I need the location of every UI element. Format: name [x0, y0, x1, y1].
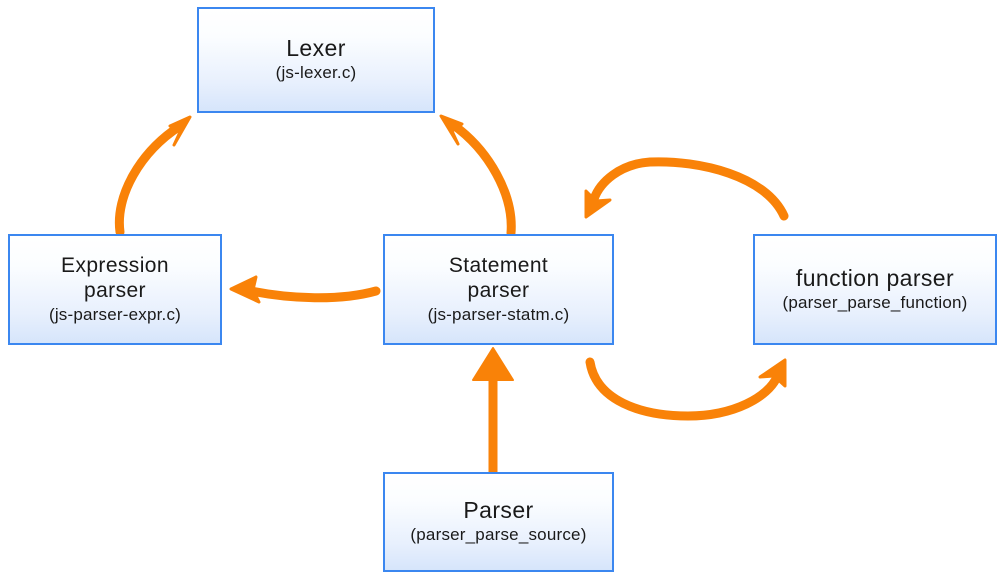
- edge-expression-parser-to-lexer: [114, 115, 192, 237]
- edge-function-parser-to-statement-parser: [584, 157, 789, 221]
- edge-statement-parser-to-expression-parser: [229, 275, 381, 304]
- node-expression-parser-title: Expression parser: [61, 254, 169, 302]
- node-function-parser-title: function parser: [795, 264, 955, 291]
- node-parser[interactable]: Parser (parser_parse_source): [383, 472, 614, 572]
- edge-statement-parser-to-function-parser: [585, 357, 787, 421]
- node-statement-parser-title: Statement parser: [448, 254, 549, 302]
- node-statement-parser[interactable]: Statement parser (js-parser-statm.c): [383, 234, 614, 345]
- node-expression-parser-subtitle: (js-parser-expr.c): [48, 305, 182, 324]
- node-parser-title: Parser: [463, 497, 534, 523]
- node-statement-parser-subtitle: (js-parser-statm.c): [427, 305, 570, 324]
- node-lexer-subtitle: (js-lexer.c): [275, 63, 357, 82]
- edge-parser-to-statement-parser: [472, 347, 514, 476]
- node-function-parser-subtitle: (parser_parse_function): [782, 292, 968, 312]
- node-lexer-title: Lexer: [286, 35, 346, 61]
- node-function-parser[interactable]: function parser (parser_parse_function): [753, 234, 997, 345]
- edge-statement-parser-to-lexer: [439, 114, 516, 238]
- node-parser-subtitle: (parser_parse_source): [410, 525, 587, 544]
- node-expression-parser[interactable]: Expression parser (js-parser-expr.c): [8, 234, 222, 345]
- node-lexer[interactable]: Lexer (js-lexer.c): [197, 7, 435, 113]
